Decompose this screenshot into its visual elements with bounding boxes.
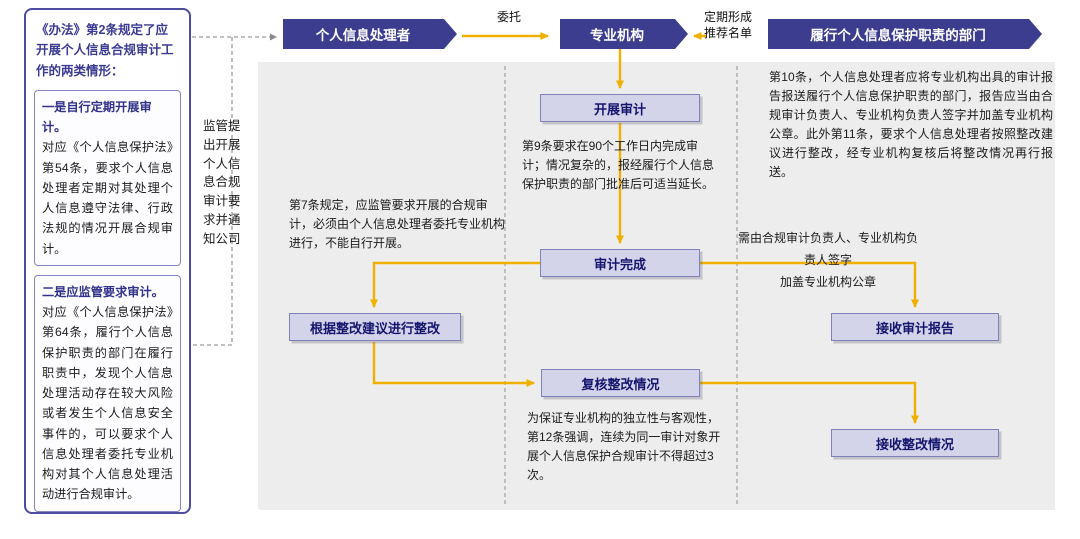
lane-header-agency: 专业机构: [560, 19, 688, 49]
annotation-article-7: 第7条规定，应监管要求开展的合规审计，必须由个人信息处理者委托专业机构进行，不能…: [289, 198, 506, 250]
annotation-article-12: 为保证专业机构的独立性与客观性，第12条强调，连续为同一审计对象开展个人信息保护…: [527, 411, 721, 482]
node-audit-complete: 审计完成: [540, 249, 700, 277]
regulator-note: 监管提出开展个人信息合规审计要求并通知公司: [203, 119, 241, 246]
case-1-body: 对应《个人信息保护法》第54条，要求个人信息处理者定期对其处理个人信息遵守法律、…: [42, 140, 173, 256]
sidebar-case-2: 二是应监管要求审计。 对应《个人信息保护法》第64条，履行个人信息保护职责的部门…: [34, 274, 181, 512]
node-conduct-audit: 开展审计: [540, 94, 700, 122]
lane-header-processor: 个人信息处理者: [283, 19, 457, 49]
recommend-list-label: 定期形成 推荐名单: [704, 10, 753, 40]
node-receive-audit-report: 接收审计报告: [831, 313, 999, 341]
sidebar-panel: 《办法》第2条规定了应开展个人信息合规审计工作的两类情形： 一是自行定期开展审计…: [24, 8, 191, 514]
lane-header-department: 履行个人信息保护职责的部门: [768, 19, 1042, 49]
annotation-article-10-11: 第10条，个人信息处理者应将专业机构出具的审计报告报送履行个人信息保护职责的部门…: [769, 70, 1053, 179]
case-2-heading: 二是应监管要求审计。: [42, 284, 164, 299]
node-review-rectification: 复核整改情况: [541, 369, 700, 397]
annotation-article-9: 第9条要求在90个工作日内完成审计；情况复杂的，报经履行个人信息保护职责的部门批…: [522, 139, 715, 191]
case-2-body: 对应《个人信息保护法》第64条，履行个人信息保护职责的部门在履行职责中，发现个人…: [42, 305, 173, 502]
node-receive-rectification: 接收整改情况: [831, 429, 999, 457]
annotation-signature-requirement: 需由合规审计负责人、专业机构负责人签字 加盖专业机构公章: [737, 231, 918, 290]
case-1-heading: 一是自行定期开展审计。: [42, 99, 152, 134]
node-rectify-per-suggestions: 根据整改建议进行整改: [289, 313, 461, 341]
sidebar-case-1: 一是自行定期开展审计。 对应《个人信息保护法》第54条，要求个人信息处理者定期对…: [34, 89, 181, 266]
entrust-label: 委托: [497, 10, 522, 24]
sidebar-title: 《办法》第2条规定了应开展个人信息合规审计工作的两类情形：: [36, 23, 174, 78]
